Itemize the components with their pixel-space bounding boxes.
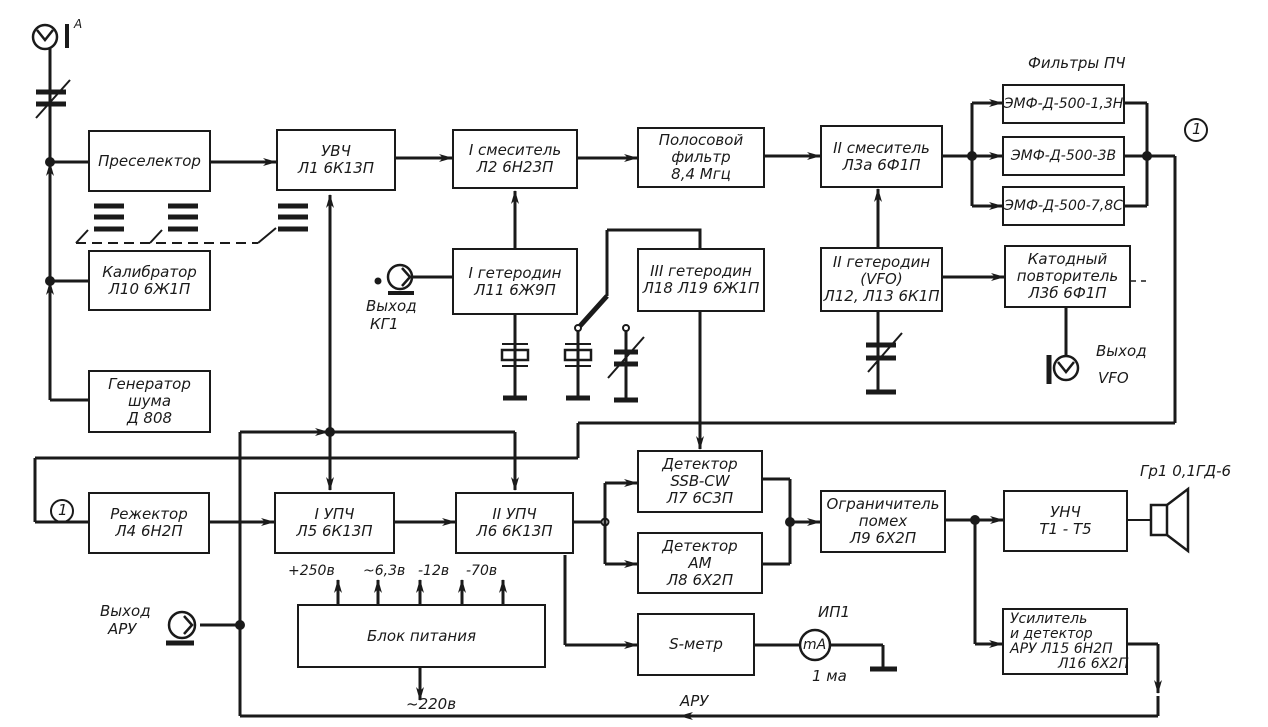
kg1-output-label: Выход	[366, 297, 417, 315]
voltage-250-label: +250в	[288, 563, 335, 579]
meter-range-label: 1 ма	[812, 667, 847, 685]
ganged-capacitors-icon	[94, 203, 308, 232]
voltage-6-3-label: ~6,3в	[363, 563, 406, 579]
trimmer-capacitor-icon	[607, 336, 645, 403]
if-filter-3-block: ЭМФ-Д-500-7,8С	[1002, 186, 1125, 226]
s-meter-block: S-метр	[637, 613, 755, 676]
agc-output-sublabel: АРУ	[108, 620, 137, 638]
antenna-icon	[31, 23, 69, 51]
speaker-label: Гр1 0,1ГД-6	[1140, 462, 1232, 480]
kg1-output-sublabel: КГ1	[370, 315, 399, 333]
mains-voltage-label: ~220в	[406, 695, 457, 713]
agc-output-label: Выход	[100, 602, 151, 620]
output-connector-kg1-icon	[386, 263, 414, 295]
milliammeter-glyph: mA	[803, 637, 827, 653]
antenna-label: A	[74, 17, 83, 31]
crystal-icon-2	[563, 343, 593, 401]
voltage-70-label: -70в	[466, 563, 498, 579]
voltage-12-label: -12в	[418, 563, 450, 579]
vfo-block: II гетеродин(VFO)Л12, Л13 6К1П	[820, 247, 943, 312]
if-filter-2-block: ЭМФ-Д-500-3В	[1002, 136, 1125, 176]
crystal-icon	[500, 343, 530, 401]
vfo-output-label: Выход	[1096, 342, 1147, 360]
output-connector-agc-icon	[166, 610, 197, 646]
if-filter-1-block: ЭМФ-Д-500-1,3Н	[1002, 84, 1125, 124]
power-supply-block: Блок питания	[297, 604, 546, 668]
if-filters-title: Фильтры ПЧ	[1028, 54, 1126, 72]
variable-capacitor-icon	[35, 79, 71, 119]
preselector-block: Преселектор	[88, 130, 211, 192]
output-connector-vfo-icon	[1046, 354, 1080, 384]
vfo-capacitor-icon	[866, 332, 903, 395]
node-marker-bottom: 1	[58, 501, 68, 519]
speaker-icon	[1149, 486, 1190, 554]
vfo-output-sublabel: VFO	[1098, 369, 1129, 387]
meter-name-label: ИП1	[818, 603, 851, 621]
node-marker-top: 1	[1192, 120, 1202, 138]
agc-bus-label: АРУ	[680, 692, 709, 710]
